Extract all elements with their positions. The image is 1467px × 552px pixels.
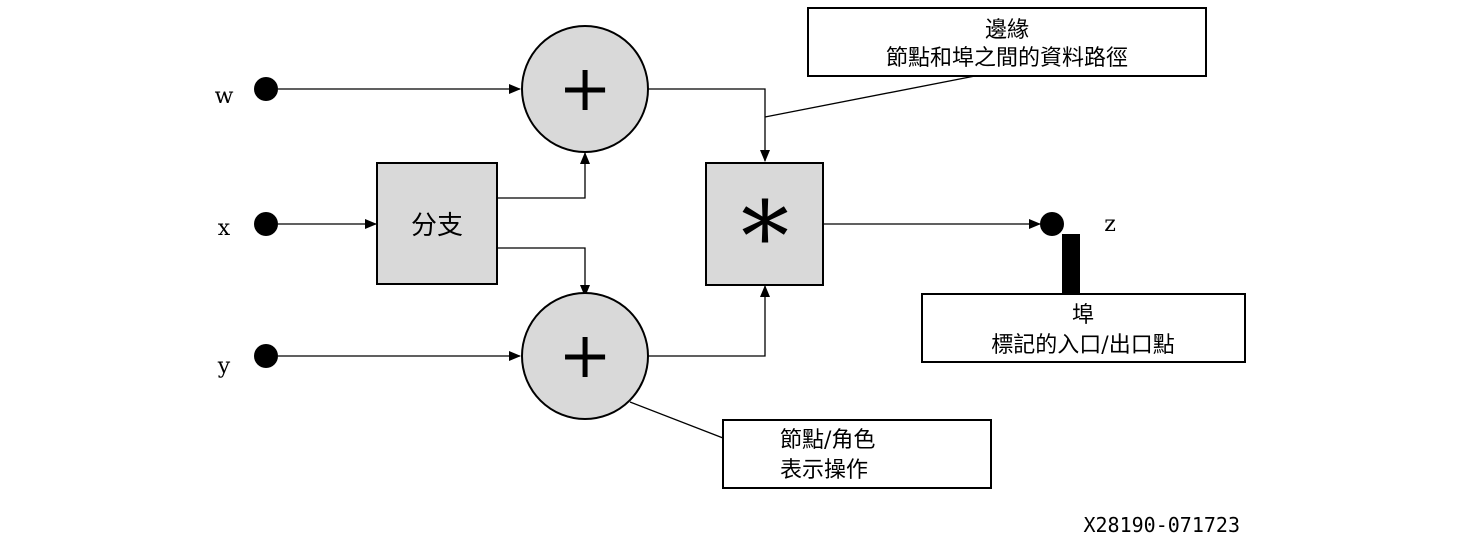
edge-branch-to-adder-bottom xyxy=(497,247,590,297)
edge-callout-leader xyxy=(764,75,976,118)
edge-adder-bottom-to-multiply xyxy=(648,285,770,357)
port-callout-desc: 標記的入口/出口點 xyxy=(991,333,1174,358)
node-callout-leader xyxy=(629,401,724,439)
figure-id: X28190-071723 xyxy=(1083,513,1240,537)
input-x-port xyxy=(254,212,278,236)
input-w-port xyxy=(254,77,278,101)
edge-callout-desc: 節點和埠之間的資料路徑 xyxy=(886,46,1128,71)
port-marker-bar xyxy=(1062,234,1080,294)
branch-node: 分支 xyxy=(376,162,498,285)
port-callout: 埠 標記的入口/出口點 xyxy=(921,293,1246,363)
plus-symbol-top: + xyxy=(558,52,612,126)
output-z-port xyxy=(1040,212,1064,236)
output-z-label: z xyxy=(1104,212,1116,237)
input-y-label: y xyxy=(217,354,231,379)
multiply-symbol: * xyxy=(741,181,789,293)
branch-label: 分支 xyxy=(411,211,463,241)
input-w-label: w xyxy=(215,84,234,109)
edge-callout-title: 邊緣 xyxy=(985,18,1029,43)
node-role-callout: 節點/角色 表示操作 xyxy=(722,419,992,489)
multiply-node: * xyxy=(705,162,824,293)
adder-node-top: + xyxy=(521,25,649,153)
edge-adder-top-to-multiply xyxy=(648,88,770,162)
node-callout-desc: 表示操作 xyxy=(780,458,868,483)
input-x-label: x xyxy=(218,216,231,241)
plus-symbol-bottom: + xyxy=(558,319,612,393)
port-callout-title: 埠 xyxy=(1072,303,1094,328)
adder-node-bottom: + xyxy=(521,292,649,420)
node-callout-title: 節點/角色 xyxy=(780,428,875,453)
input-y-port xyxy=(254,344,278,368)
edge-callout: 邊緣 節點和埠之間的資料路徑 xyxy=(807,7,1207,77)
edge-branch-to-adder-top xyxy=(497,152,590,199)
